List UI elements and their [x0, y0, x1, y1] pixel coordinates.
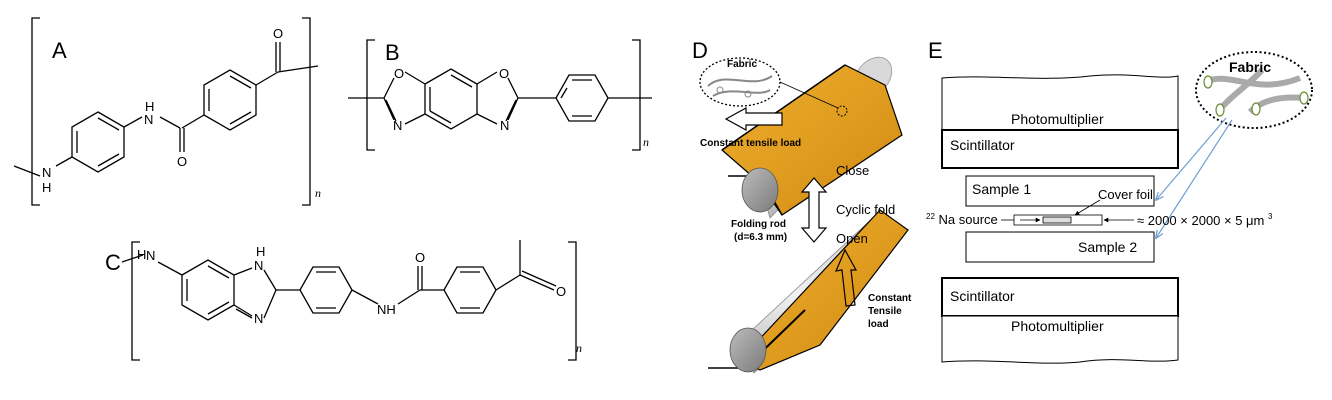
close-label: Close — [836, 163, 869, 178]
top-rod-cap — [741, 167, 779, 213]
atom-c-imid-n-bot: N — [254, 311, 263, 326]
photomultiplier-top-label: Photomultiplier — [1011, 111, 1104, 127]
bracket-left-c — [131, 241, 140, 361]
photomultiplier-bottom-label: Photomultiplier — [1011, 318, 1104, 334]
ring-b-center — [424, 68, 478, 130]
atom-a-amide-h: H — [145, 99, 154, 114]
sample2-label: Sample 2 — [1078, 239, 1137, 255]
ring-c-benzo — [181, 259, 235, 321]
cyclic-double-arrow — [800, 177, 828, 243]
atom-b-n2: N — [500, 118, 509, 133]
ring-a-left — [71, 111, 125, 173]
dimension-label-group: ≈ 2000 × 2000 × 5 μm 3 — [1137, 212, 1273, 228]
atom-c-amide-o: O — [415, 250, 425, 265]
dimension-label: ≈ 2000 × 2000 × 5 μm — [1137, 213, 1264, 228]
scintillator-bottom-box — [941, 277, 1179, 317]
atom-c-nh-n: N — [146, 248, 155, 263]
atom-c-acyl-o: O — [556, 284, 566, 299]
ring-c-phenyl — [299, 266, 353, 314]
blue-pointer-sample2 — [1156, 119, 1233, 238]
tensile-arrow-bottom — [835, 248, 858, 307]
ring-a-right — [203, 69, 257, 131]
panel-label-e: E — [928, 38, 943, 63]
atom-c-amide-nh: NH — [377, 302, 396, 317]
scintillator-top-label: Scintillator — [950, 137, 1015, 153]
sample1-label: Sample 1 — [972, 181, 1031, 197]
fabric-label-d: Fabric — [727, 59, 757, 70]
subscript-c-n: n — [576, 341, 582, 355]
panel-a — [13, 17, 319, 206]
atom-c-imid-h: H — [256, 244, 265, 259]
source-label: Na source — [939, 212, 998, 227]
panel-label-c: C — [105, 250, 121, 275]
bottom-rod-cap — [729, 327, 767, 373]
fabric-label-e: Fabric — [1229, 59, 1271, 75]
open-label: Open — [836, 231, 868, 246]
bracket-left-b — [366, 39, 375, 151]
tensile-bottom-line2: Tensile — [868, 306, 902, 317]
atom-a-amine-n: N — [42, 165, 51, 180]
dimension-exponent: 3 — [1268, 212, 1273, 221]
ring-c-right — [443, 266, 497, 314]
scintillator-bottom-label: Scintillator — [950, 288, 1015, 304]
atom-b-n1: N — [393, 118, 402, 133]
folding-rod-dimension: (d=6.3 mm) — [734, 232, 787, 243]
atom-b-o2: O — [499, 66, 509, 81]
atom-c-imid-n-top: N — [254, 258, 263, 273]
cover-foil-label: Cover foil — [1098, 187, 1153, 202]
bracket-right-a — [302, 17, 311, 206]
photomultiplier-bottom-box — [941, 315, 1179, 364]
tensile-label-top: Constant tensile load — [700, 138, 801, 149]
cyclic-fold-label: Cyclic fold — [836, 202, 895, 217]
panel-b — [348, 39, 652, 151]
bracket-right-c — [568, 241, 577, 361]
isotope-mass: 22 — [926, 212, 935, 221]
subscript-a-n: n — [315, 186, 321, 200]
sample1-box — [965, 175, 1155, 207]
subscript-b-n: n — [643, 135, 649, 149]
bracket-right-b — [632, 39, 641, 151]
tensile-bottom-line1: Constant — [868, 293, 912, 304]
panel-c — [121, 240, 577, 361]
blue-pointer-sample1 — [1156, 117, 1227, 200]
tensile-arrow-top — [724, 106, 783, 132]
photomultiplier-top-box — [941, 74, 1179, 131]
atom-a-acyl-o: O — [273, 26, 283, 41]
atom-a-amine-h: H — [42, 180, 51, 195]
tensile-bottom-line3: load — [868, 319, 889, 330]
ring-b-right — [555, 74, 609, 122]
folding-rod-label: Folding rod — [731, 219, 786, 230]
atom-a-amide-o: O — [177, 154, 187, 169]
atom-c-nh-h: H — [137, 247, 146, 262]
atom-a-amide-n: N — [144, 112, 153, 127]
sample2-box — [965, 231, 1155, 263]
panel-d — [699, 56, 909, 374]
panel-label-a: A — [52, 38, 67, 63]
panel-e — [941, 51, 1313, 364]
fabric-callout-e — [1195, 51, 1313, 129]
source-label-group: 22 Na source — [926, 207, 998, 227]
atom-b-o1: O — [394, 66, 404, 81]
scintillator-top-box — [941, 129, 1179, 169]
panel-label-d: D — [692, 38, 708, 63]
bracket-left-a — [31, 17, 40, 206]
panel-label-b: B — [385, 40, 400, 65]
